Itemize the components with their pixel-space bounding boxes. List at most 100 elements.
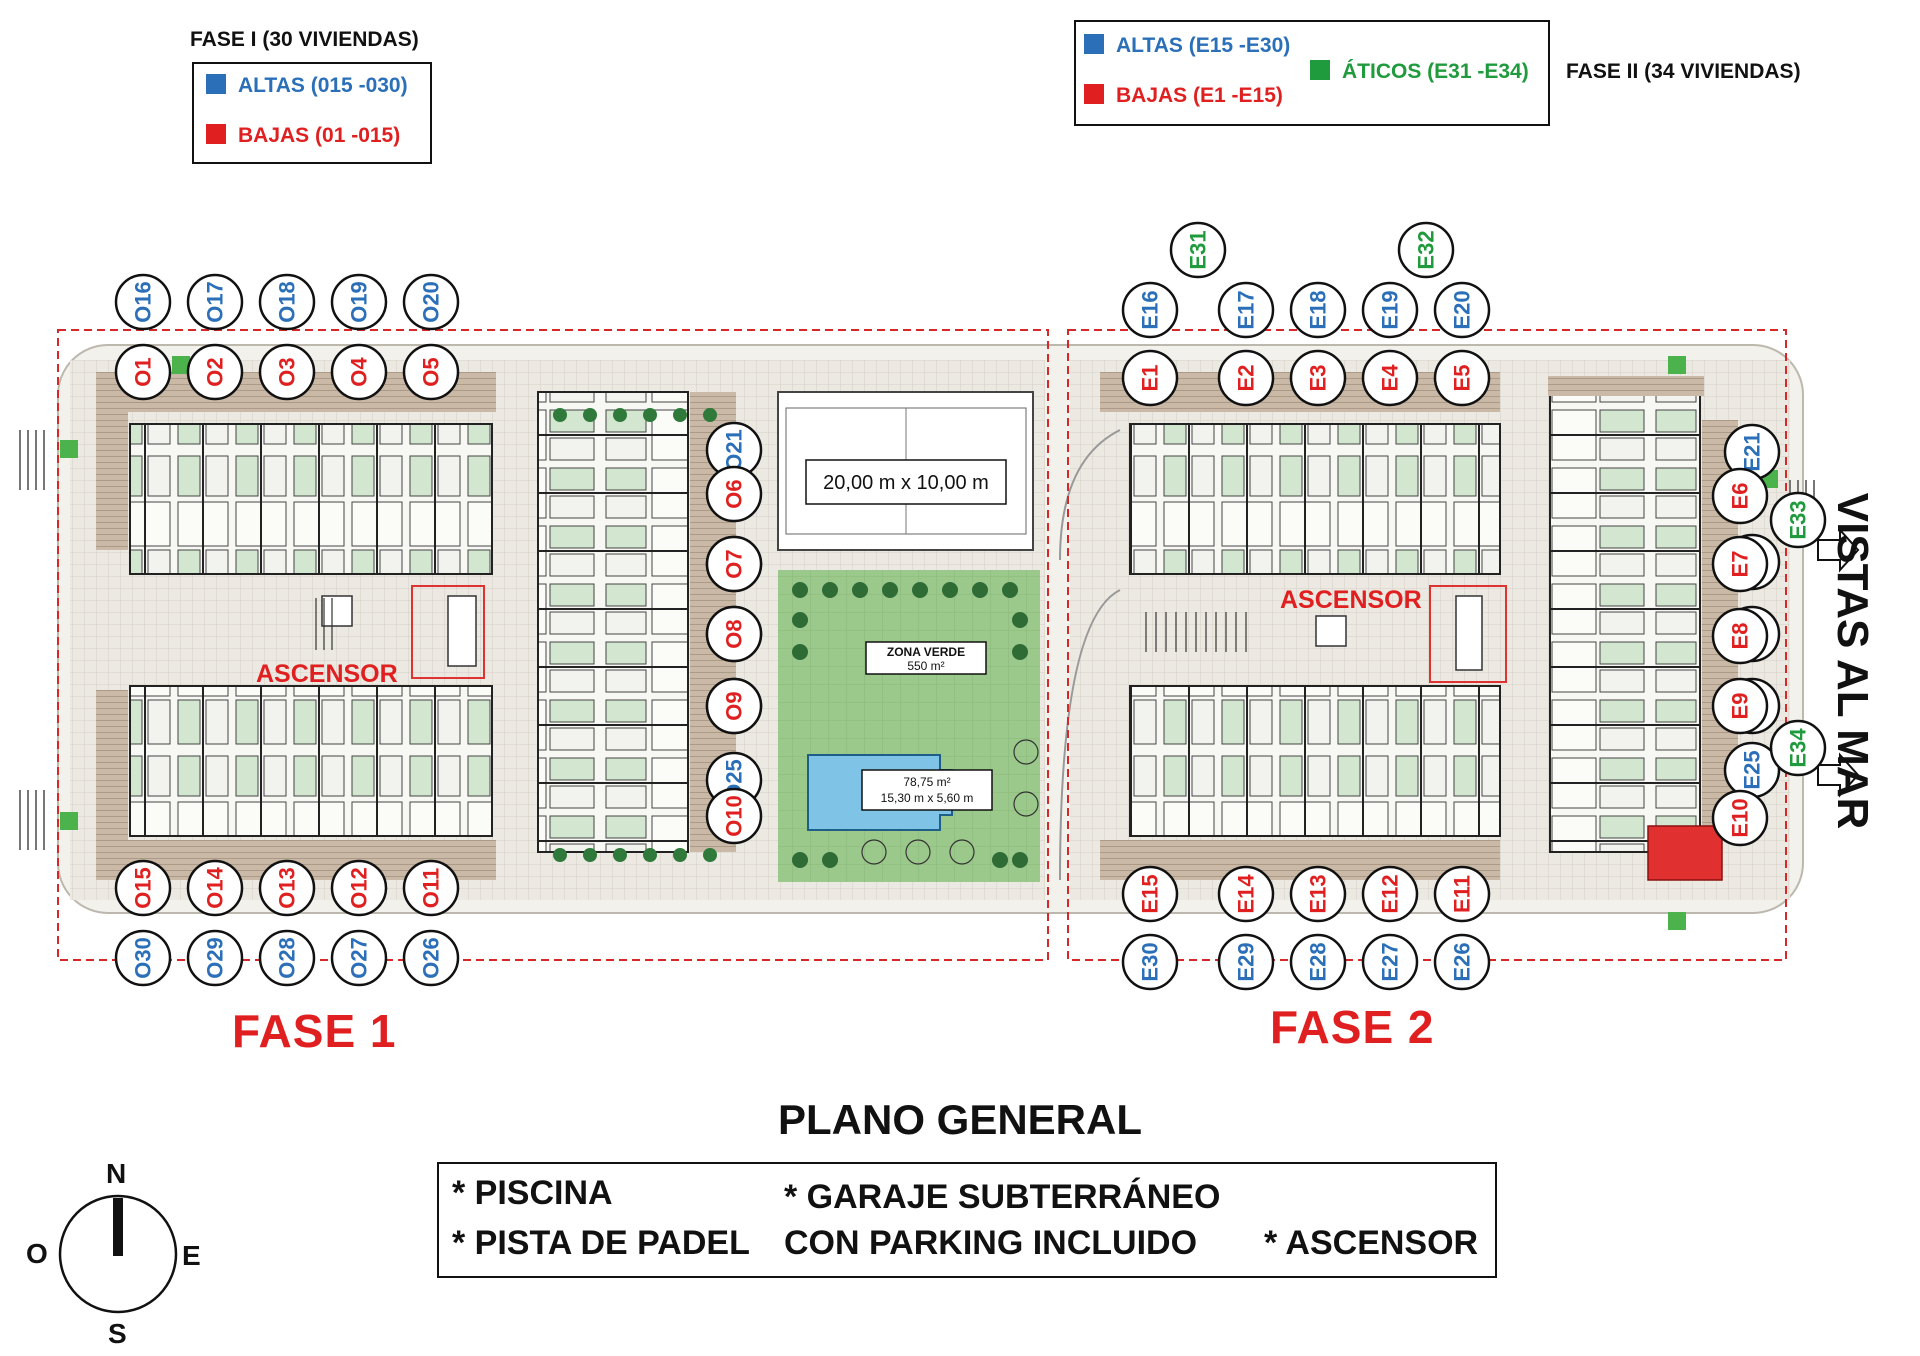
unit-e18: E18 [1289, 281, 1347, 339]
pool-area: 78,75 m² [903, 775, 950, 789]
svg-text:E16: E16 [1138, 290, 1163, 329]
unit-o27: O27 [330, 929, 388, 987]
svg-text:E30: E30 [1138, 942, 1163, 981]
svg-text:E27: E27 [1378, 942, 1403, 981]
svg-text:O10: O10 [722, 795, 747, 837]
svg-text:E15: E15 [1138, 874, 1163, 913]
unit-e34: E34 [1769, 719, 1827, 777]
svg-text:E26: E26 [1450, 942, 1475, 981]
legend-phase2-bajas: BAJAS (E1 -E15) [1084, 84, 1283, 108]
unit-e20: E20 [1433, 281, 1491, 339]
swatch-blue-icon [206, 74, 226, 94]
unit-e31: E31 [1169, 221, 1227, 279]
svg-text:E1: E1 [1138, 365, 1163, 392]
svg-text:E25: E25 [1740, 750, 1765, 789]
svg-text:O11: O11 [419, 868, 444, 908]
unit-e10: E10 [1711, 789, 1769, 847]
legend-phase1-bajas-label: BAJAS (01 -015) [238, 124, 401, 147]
svg-text:E9: E9 [1728, 693, 1753, 720]
svg-text:O29: O29 [203, 937, 228, 979]
svg-text:E20: E20 [1450, 290, 1475, 329]
svg-text:E19: E19 [1378, 290, 1403, 329]
legend-phase1-altas: ALTAS (015 -030) [206, 74, 408, 98]
zona-verde-area: 550 m² [907, 659, 944, 673]
svg-text:E2: E2 [1234, 365, 1259, 392]
feature-piscina: * PISCINA [452, 1174, 613, 1212]
unit-e3: E3 [1289, 349, 1347, 407]
unit-o30: O30 [114, 929, 172, 987]
svg-text:O16: O16 [131, 281, 156, 323]
unit-o20: O20 [402, 273, 460, 331]
svg-text:E13: E13 [1306, 874, 1331, 913]
unit-o9: O9 [705, 677, 763, 735]
unit-e32: E32 [1397, 221, 1455, 279]
compass-o: O [26, 1238, 48, 1269]
svg-text:E31: E31 [1186, 230, 1211, 269]
unit-e13: E13 [1289, 865, 1347, 923]
unit-o26: O26 [402, 929, 460, 987]
unit-e30: E30 [1121, 933, 1179, 991]
svg-text:O15: O15 [131, 867, 156, 909]
svg-text:E34: E34 [1786, 728, 1811, 768]
svg-text:O20: O20 [419, 281, 444, 323]
feature-padel: * PISTA DE PADEL [452, 1224, 750, 1262]
unit-o18: O18 [258, 273, 316, 331]
svg-text:O17: O17 [203, 281, 228, 323]
phase-1-label: FASE 1 [232, 1005, 397, 1057]
svg-text:O6: O6 [722, 479, 747, 508]
legend-phase2-altas: ALTAS (E15 -E30) [1084, 34, 1290, 58]
svg-text:E17: E17 [1234, 290, 1259, 329]
features-box [437, 1162, 1497, 1278]
ascensor-label-phase1: ASCENSOR [256, 660, 398, 688]
unit-e14: E14 [1217, 865, 1275, 923]
unit-o6: O6 [705, 465, 763, 523]
compass-n: N [106, 1158, 127, 1189]
svg-text:O27: O27 [347, 937, 372, 979]
svg-text:O14: O14 [203, 866, 228, 908]
svg-text:E14: E14 [1234, 874, 1259, 914]
unit-o19: O19 [330, 273, 388, 331]
svg-text:O13: O13 [275, 867, 300, 909]
unit-e19: E19 [1361, 281, 1419, 339]
unit-o11: O11 [402, 859, 460, 917]
legend-phase2-title: FASE II (34 VIVIENDAS) [1566, 60, 1801, 83]
unit-e17: E17 [1217, 281, 1275, 339]
unit-o2: O2 [186, 343, 244, 401]
svg-text:O28: O28 [275, 937, 300, 979]
legend-phase2-aticos: ÁTICOS (E31 -E34) [1310, 60, 1529, 84]
feature-garaje: * GARAJE SUBTERRÁNEO [784, 1178, 1221, 1216]
unit-o1: O1 [114, 343, 172, 401]
unit-e12: E12 [1361, 865, 1419, 923]
svg-text:O5: O5 [419, 357, 444, 386]
svg-text:E8: E8 [1728, 623, 1753, 650]
unit-e11: E11 [1433, 865, 1491, 923]
svg-text:O19: O19 [347, 281, 372, 323]
unit-o7: O7 [705, 535, 763, 593]
unit-e6: E6 [1711, 467, 1769, 525]
swatch-red-icon [206, 124, 226, 144]
unit-e33: E33 [1769, 491, 1827, 549]
compass-s: S [108, 1318, 127, 1349]
sea-view-text: VISTAS AL MAR [1828, 492, 1877, 830]
unit-o29: O29 [186, 929, 244, 987]
phase-2-label: FASE 2 [1270, 1001, 1435, 1053]
unit-o14: O14 [186, 859, 244, 917]
legend-phase1-altas-label: ALTAS (015 -030) [238, 74, 408, 97]
unit-o17: O17 [186, 273, 244, 331]
ascensor-label-phase2: ASCENSOR [1280, 586, 1422, 614]
svg-text:E28: E28 [1306, 942, 1331, 981]
svg-text:E5: E5 [1450, 365, 1475, 392]
legend-phase1-bajas: BAJAS (01 -015) [206, 124, 400, 148]
unit-e16: E16 [1121, 281, 1179, 339]
unit-e4: E4 [1361, 349, 1419, 407]
swatch-red-icon [1084, 84, 1104, 104]
unit-e1: E1 [1121, 349, 1179, 407]
svg-text:O1: O1 [131, 357, 156, 386]
legend-phase2-altas-label: ALTAS (E15 -E30) [1116, 34, 1291, 57]
unit-o4: O4 [330, 343, 388, 401]
svg-text:O8: O8 [722, 619, 747, 648]
unit-o21: O21 [705, 421, 763, 479]
svg-text:E11: E11 [1450, 875, 1475, 913]
svg-text:E32: E32 [1414, 230, 1439, 269]
